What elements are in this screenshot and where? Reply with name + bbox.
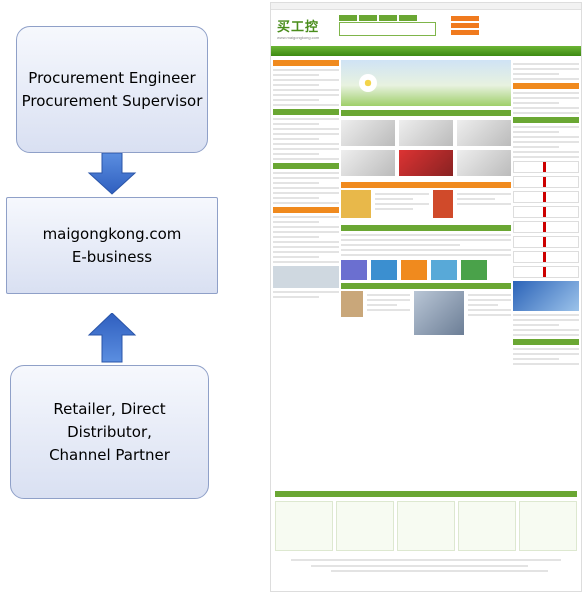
maigongkong-ebusiness-box: maigongkong.com E-business [6,197,218,294]
procurement-roles-label: Procurement Engineer Procurement Supervi… [21,68,203,110]
site-logo-url: www.maigongkong.com [277,35,320,40]
site-logo-text: 买工控 [277,20,320,35]
up-arrow-icon [87,313,137,363]
down-arrow-icon [87,153,137,195]
site-brand-logos [513,161,579,278]
site-left-column [273,60,339,301]
channel-partners-box: Retailer, Direct Distributor, Channel Pa… [10,365,209,499]
procurement-roles-box: Procurement Engineer Procurement Supervi… [16,26,208,153]
website-screenshot: 买工控 www.maigongkong.com [270,2,582,592]
site-nav-bar [271,46,581,56]
site-product-thumbs [341,120,511,176]
site-center-column [341,60,511,338]
site-hot-links [451,16,491,40]
channel-partners-label: Retailer, Direct Distributor, Channel Pa… [49,399,170,464]
maigongkong-ebusiness-label: maigongkong.com E-business [42,224,182,266]
site-search-tabs [339,15,417,21]
site-body [271,56,581,496]
site-right-column [513,60,579,368]
site-logo: 买工控 www.maigongkong.com [277,16,319,40]
site-search-box [339,22,436,36]
site-topbar [271,3,581,10]
site-header: 买工控 www.maigongkong.com [271,10,581,46]
site-banner-image [341,60,511,106]
site-footer [271,491,581,591]
